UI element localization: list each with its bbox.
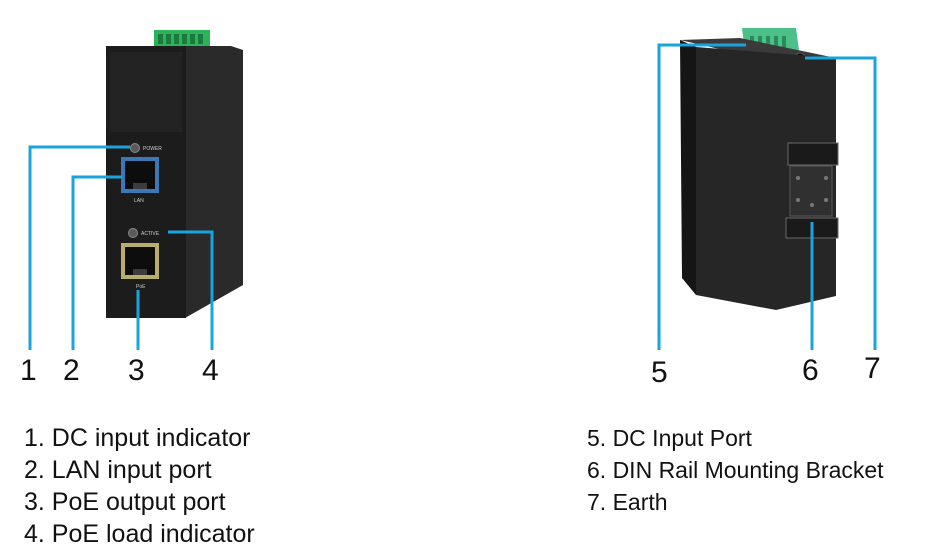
front-housing-side <box>183 46 243 318</box>
callout-line-4 <box>168 230 214 350</box>
legend-item-3: 3. PoE output port <box>24 488 226 516</box>
callout-number-1: 1 <box>20 354 37 387</box>
poe-port-label: PoE <box>136 284 146 290</box>
front-device: POWER LAN ACTIVE PoE <box>106 30 243 318</box>
callout-line-5 <box>657 43 746 350</box>
legend-item-1: 1. DC input indicator <box>24 424 251 452</box>
callout-number-4: 4 <box>202 354 219 387</box>
power-led-label: POWER <box>143 146 162 152</box>
legend-item-4: 4. PoE load indicator <box>24 520 255 548</box>
callout-number-7: 7 <box>864 352 881 385</box>
callout-lines <box>28 43 877 350</box>
active-led-label: ACTIVE <box>141 231 160 237</box>
side-housing-panel <box>696 47 836 310</box>
lan-port-label: LAN <box>134 198 144 204</box>
legend-right: 5. DC Input Port 6. DIN Rail Mounting Br… <box>587 422 884 518</box>
side-housing-front <box>680 40 696 295</box>
legend-item-5: 5. DC Input Port <box>587 425 752 451</box>
callout-line-2 <box>71 175 122 350</box>
active-led <box>128 228 138 238</box>
legend-left: 1. DC input indicator 2. LAN input port … <box>24 422 255 550</box>
legend-item-7: 7. Earth <box>587 489 668 515</box>
callout-line-7 <box>805 56 877 350</box>
callout-number-5: 5 <box>651 356 668 389</box>
callout-number-3: 3 <box>128 354 145 387</box>
callout-number-2: 2 <box>63 354 80 387</box>
legend-item-6: 6. DIN Rail Mounting Bracket <box>587 457 884 483</box>
callout-line-1 <box>28 145 130 350</box>
side-device <box>680 28 839 310</box>
callout-number-6: 6 <box>802 354 819 387</box>
power-led <box>130 143 140 153</box>
legend-item-2: 2. LAN input port <box>24 456 212 484</box>
